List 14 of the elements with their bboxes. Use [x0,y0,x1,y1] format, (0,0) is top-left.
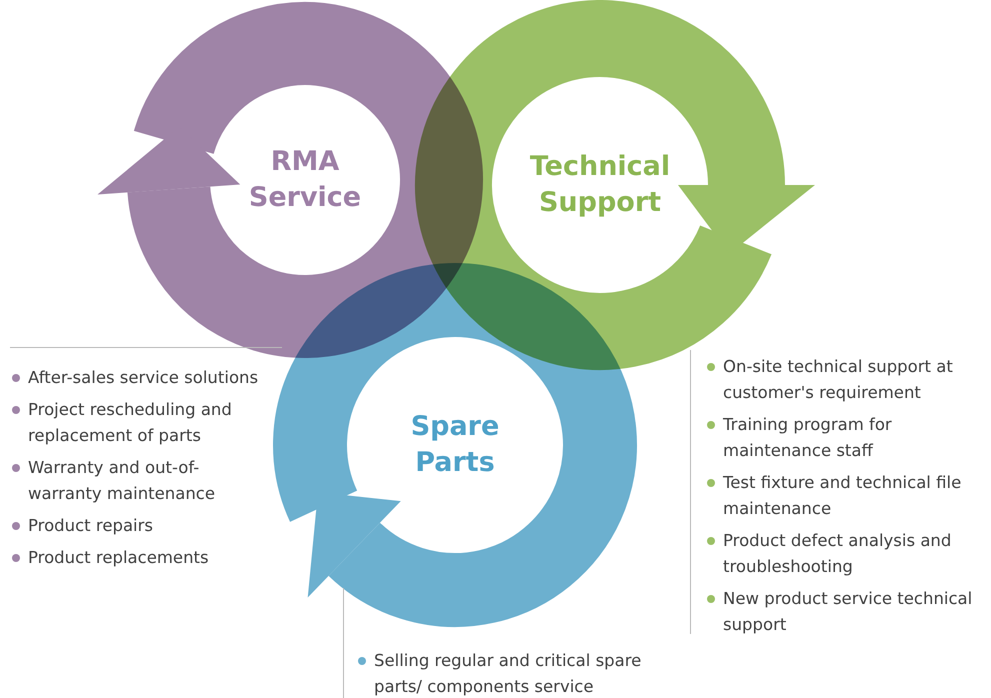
bullet-item: On-site technical support at customer's requirement [707,354,982,406]
bullet-item: Test fixture and technical file maintenance [707,470,982,522]
bullet-item: Product defect analysis and troubleshooting [707,528,982,580]
bullet-item: Selling regular and critical spare parts/ components service [358,648,658,698]
ring-title: Technical Support [528,150,672,220]
bullet-item: After-sales service solutions [12,365,267,391]
ring-title: RMA Service [248,145,362,215]
bullet-item: Training program for maintenance staff [707,412,982,464]
bullet-item: Project rescheduling and replacement of parts [12,397,267,449]
bullet-item: Product replacements [12,545,267,571]
bullet-item: New product service technical support [707,586,982,638]
ring-title: Spare Parts [410,410,500,480]
bullet-item: Warranty and out-of-warranty maintenance [12,455,267,507]
bullet-item: Product repairs [12,513,267,539]
